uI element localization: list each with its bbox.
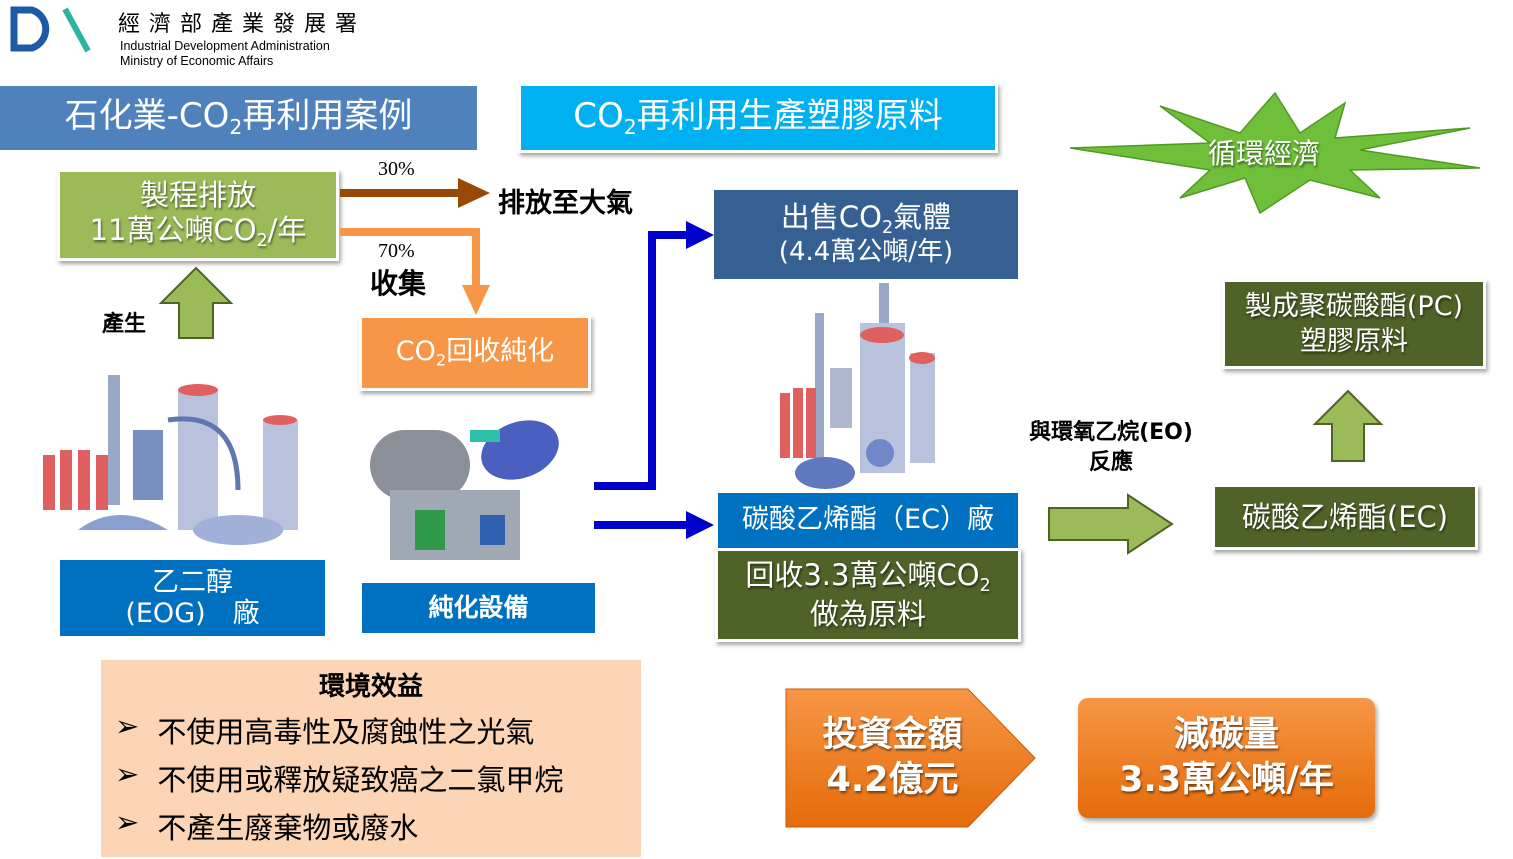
- recycle-line1-pre: 回收3.3萬公噸CO: [745, 558, 980, 593]
- collect-label: 收集: [370, 267, 427, 300]
- purify-sub: 2: [435, 350, 447, 370]
- emission-line2-post: /年: [267, 212, 307, 247]
- ec-product-box: 碳酸乙烯酯(EC): [1212, 484, 1478, 550]
- benefit-item: ➢ 不產生廢棄物或廢水: [115, 805, 641, 847]
- bullet-arrow-icon: ➢: [115, 709, 140, 743]
- emission-line2-pre: 11萬公噸CO: [89, 212, 257, 247]
- purify-box: CO2回收純化: [359, 315, 591, 391]
- recycle-box: 回收3.3萬公噸CO2 做為原料: [715, 548, 1021, 642]
- benefit-item: ➢ 不使用高毒性及腐蝕性之光氣: [115, 709, 641, 751]
- purify-pre: CO: [395, 335, 436, 367]
- investment-line2: 4.2億元: [826, 760, 959, 800]
- benefits-title: 環境效益: [318, 672, 423, 702]
- up-arrow-pc-icon: [1312, 389, 1384, 462]
- title-left-pre: 石化業-CO: [64, 96, 230, 137]
- up-arrow-icon: [158, 266, 234, 339]
- starburst-label: 循環經濟: [1208, 137, 1321, 170]
- emission-box: 製程排放 11萬公噸CO2/年: [57, 169, 339, 261]
- split-arrows: [340, 178, 490, 315]
- arrow-to-ec-plant-icon: [594, 511, 714, 539]
- arrow-to-sell-icon: [594, 221, 714, 490]
- reaction-line2: 反應: [1088, 449, 1133, 475]
- title-center-sub: 2: [623, 115, 637, 140]
- org-name-en-1: Industrial Development Administration: [120, 39, 330, 53]
- purify-equipment-label: 純化設備: [362, 583, 595, 633]
- title-left: 石化業-CO2再利用案例: [0, 86, 477, 150]
- investment-arrow-shape: [785, 688, 1036, 828]
- bullet-arrow-icon: ➢: [115, 805, 140, 839]
- org-name-zh: 經 濟 部 產 業 發 展 署: [118, 12, 358, 37]
- pc-line2: 塑膠原料: [1300, 326, 1408, 357]
- reduction-line1: 減碳量: [1173, 714, 1279, 755]
- emission-line1: 製程排放: [139, 178, 256, 213]
- purify-post: 回收純化: [446, 335, 555, 367]
- blue-flow-arrows: [594, 221, 714, 539]
- benefit-text: 不使用或釋放疑致癌之二氯甲烷: [157, 763, 564, 797]
- reduction-line2: 3.3萬公噸/年: [1119, 760, 1334, 800]
- arrow-to-air-icon: [340, 178, 490, 208]
- eog-line2: (EOG) 廠: [125, 598, 260, 629]
- benefits-panel: 環境效益 ➢ 不使用高毒性及腐蝕性之光氣 ➢ 不使用或釋放疑致癌之二氯甲烷 ➢ 不產生廢棄…: [101, 660, 641, 857]
- emission-line2-sub: 2: [256, 231, 268, 251]
- benefit-item: ➢ 不使用或釋放疑致癌之二氯甲烷: [115, 757, 641, 799]
- ec-plant-label: 碳酸乙烯酯（EC）廠: [718, 493, 1018, 548]
- purification-equipment-icon: [370, 420, 559, 560]
- reduction-box: 減碳量 3.3萬公噸/年: [1078, 698, 1375, 818]
- eog-plant-label: 乙二醇 (EOG) 廠: [60, 560, 325, 636]
- starburst-icon: [1069, 91, 1481, 215]
- recycle-line1-sub: 2: [979, 576, 991, 597]
- recycle-line2: 做為原料: [809, 597, 926, 632]
- benefit-text: 不使用高毒性及腐蝕性之光氣: [157, 715, 535, 749]
- org-name-en-2: Ministry of Economic Affairs: [120, 54, 274, 68]
- sell-line2: (4.4萬公噸/年): [778, 237, 954, 268]
- bullet-arrow-icon: ➢: [115, 757, 140, 791]
- pc-line1: 製成聚碳酸酯(PC): [1244, 290, 1464, 322]
- pct-air: 30%: [378, 158, 415, 180]
- sell-line1-pre: 出售CO: [780, 200, 882, 234]
- title-center: CO2再利用生產塑膠原料: [518, 83, 998, 153]
- ec-factory-icon: [780, 283, 935, 489]
- arrow-collect-icon: [340, 228, 490, 315]
- pct-collect: 70%: [378, 240, 415, 262]
- title-center-pre: CO: [573, 96, 624, 137]
- to-air-label: 排放至大氣: [498, 188, 633, 219]
- reaction-line1: 與環氧乙烷(EO): [1029, 420, 1193, 445]
- ida-logo-icon: [10, 6, 91, 53]
- sell-line1-sub: 2: [881, 218, 894, 239]
- title-left-sub: 2: [229, 115, 243, 140]
- investment-box: 投資金額 4.2億元: [785, 690, 1000, 826]
- title-center-post: 再利用生產塑膠原料: [636, 96, 943, 137]
- pc-product-box: 製成聚碳酸酯(PC) 塑膠原料: [1222, 279, 1486, 369]
- right-arrow-icon: [1048, 493, 1174, 555]
- reaction-label: 與環氧乙烷(EO) 反應: [1020, 418, 1202, 477]
- title-left-post: 再利用案例: [242, 96, 413, 137]
- eog-factory-icon: [43, 375, 298, 545]
- investment-line1: 投資金額: [822, 714, 963, 755]
- generate-label: 產生: [102, 312, 147, 337]
- benefit-text: 不產生廢棄物或廢水: [157, 811, 419, 845]
- sell-line1-post: 氣體: [893, 200, 952, 234]
- eog-line1: 乙二醇: [152, 566, 233, 598]
- sell-co2-box: 出售CO2氣體 (4.4萬公噸/年): [714, 190, 1018, 279]
